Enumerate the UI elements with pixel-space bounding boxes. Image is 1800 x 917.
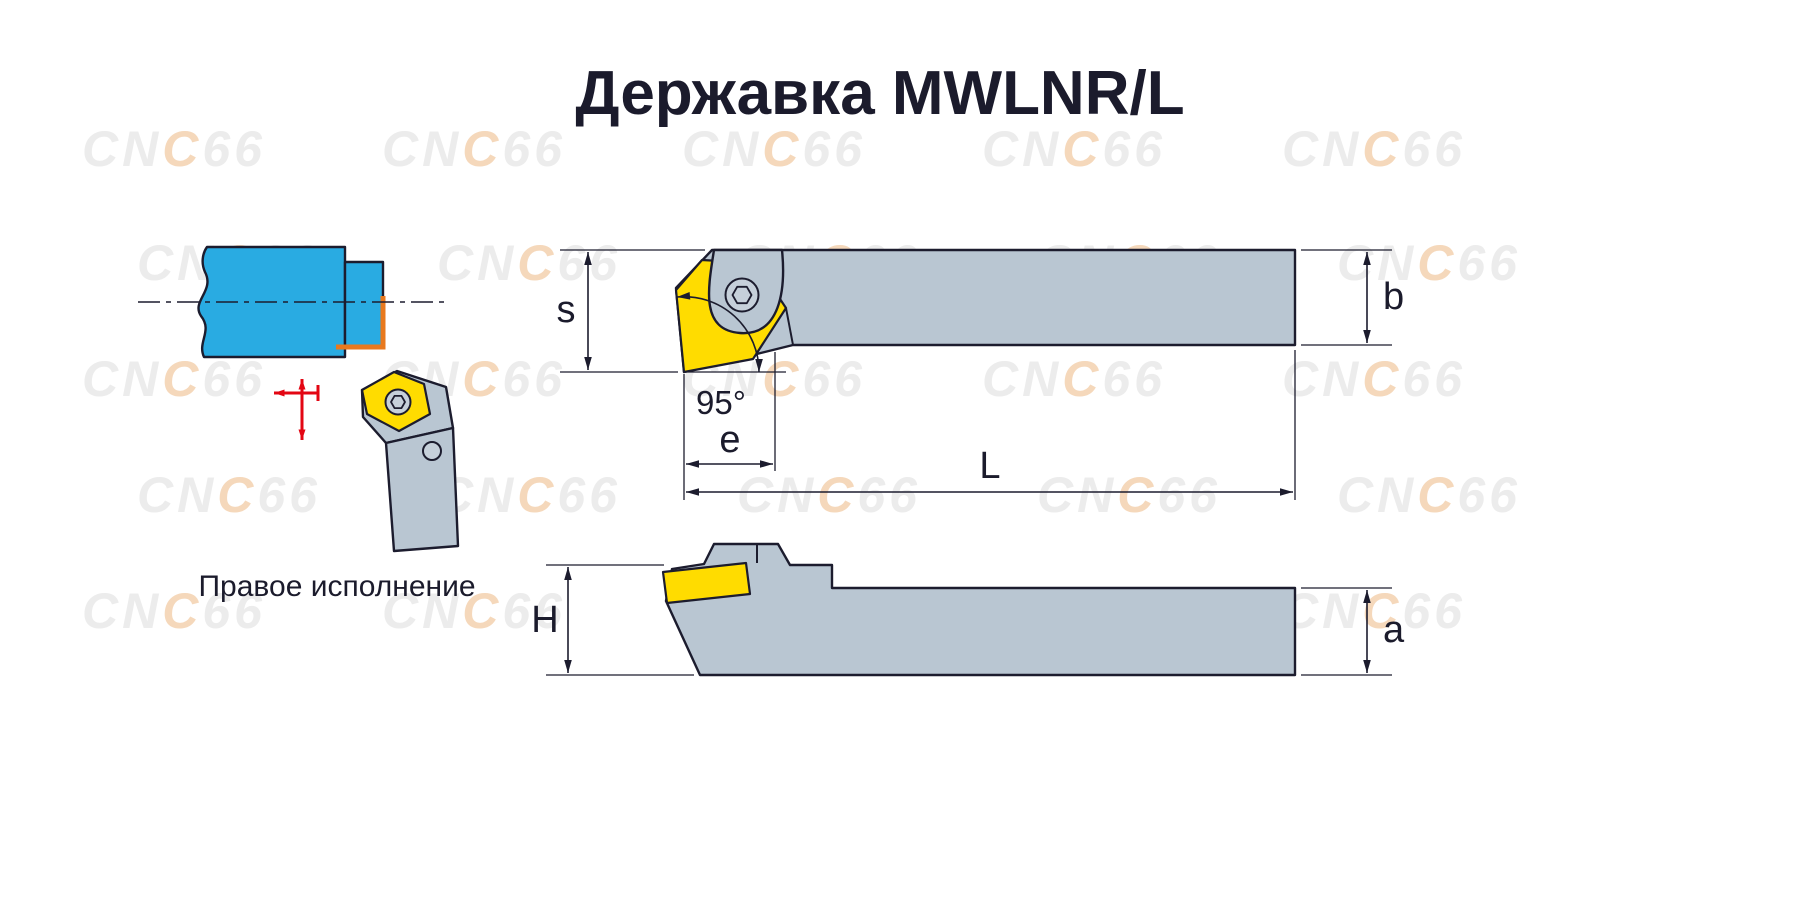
dimension-s: s (557, 249, 705, 373)
mini-holder (360, 369, 460, 553)
watermark-text: CNC66 (1037, 467, 1221, 523)
side-view: H a (531, 542, 1405, 677)
holder-body-side (664, 542, 1297, 677)
watermark-text: CNC66 (437, 467, 621, 523)
watermark-text: CNC66 (1282, 583, 1466, 639)
machined-profile (336, 296, 386, 350)
watermark-layer: CNC66CNC66CNC66CNC66CNC66CNC66CNC66CNC66… (82, 121, 1521, 639)
watermark-text: CNC66 (1282, 121, 1466, 177)
dim-label-H: H (531, 599, 558, 641)
top-view: s b 95° e L (557, 248, 1404, 500)
dim-label-b: b (1383, 276, 1404, 318)
dim-label-s: s (557, 289, 576, 331)
dim-label-L: L (979, 445, 1000, 487)
angle-label: 95° (696, 384, 746, 421)
insert-side (661, 561, 752, 605)
watermark-text: CNC66 (1337, 467, 1521, 523)
watermark-text: CNC66 (382, 583, 566, 639)
dim-label-a: a (1383, 609, 1405, 651)
dimension-b: b (1301, 249, 1404, 346)
watermark-text: CNC66 (682, 121, 866, 177)
pocket-edge-top (785, 307, 794, 346)
dimension-e: e (686, 352, 776, 471)
feed-direction-symbol (274, 379, 320, 440)
mini-insert-screw-hex (390, 394, 406, 410)
left-caption: Правое исполнение (198, 570, 475, 603)
watermark-text: CNC66 (737, 467, 921, 523)
workpiece-step (343, 260, 385, 349)
dimension-a: a (1301, 587, 1405, 676)
mini-insert-screw (384, 388, 412, 416)
watermark-text: CNC66 (1337, 235, 1521, 291)
page-title: Державка MWLNR/L (575, 59, 1184, 128)
dim-label-e: e (719, 419, 740, 461)
watermark-text: CNC66 (82, 583, 266, 639)
mini-holder-shank (384, 426, 460, 553)
watermark-text: CNC66 (982, 351, 1166, 407)
mini-clamp-screw (422, 441, 442, 461)
watermark-text: CNC66 (137, 467, 321, 523)
angle-95: 95° (676, 292, 786, 421)
watermark-text: CNC66 (982, 121, 1166, 177)
watermark-text: CNC66 (1282, 351, 1466, 407)
dimension-L: L (683, 350, 1296, 500)
clamp-screw-head (724, 277, 760, 313)
watermark-text: CNC66 (82, 121, 266, 177)
angle-arc (676, 292, 763, 373)
watermark-text: CNC66 (82, 351, 266, 407)
watermark-text: CNC66 (437, 235, 621, 291)
watermark-text: CNC66 (382, 121, 566, 177)
dimension-H: H (531, 564, 694, 676)
left-illustration: Правое исполнение (138, 245, 476, 603)
